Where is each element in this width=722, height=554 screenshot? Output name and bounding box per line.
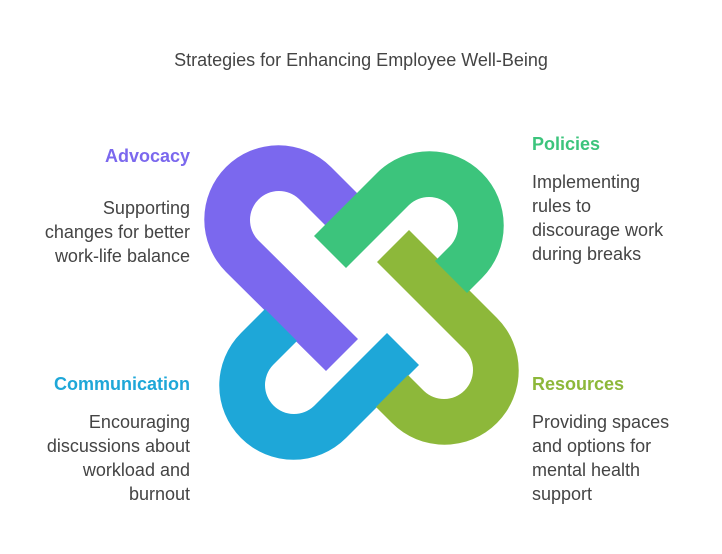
communication-line: Encouraging [88, 412, 190, 432]
advocacy-link [204, 145, 359, 371]
communication-description: Encouraging discussions about workload a… [47, 410, 190, 506]
communication-line: burnout [128, 484, 190, 504]
advocacy-link-shape [204, 145, 359, 371]
advocacy-description: Supporting changes for better work-life … [45, 196, 190, 268]
resources-line: and options for [532, 436, 652, 456]
resources-line: support [532, 484, 593, 504]
communication-line: workload and [82, 460, 190, 480]
advocacy-heading: Advocacy [104, 146, 190, 166]
policies-heading: Policies [532, 134, 601, 154]
advocacy-line: changes for better [44, 222, 190, 242]
policies-description: Implementing rules to discourage work du… [532, 170, 663, 266]
resources-line: mental health [532, 460, 641, 480]
policies-link [314, 151, 504, 293]
advocacy-line: work-life balance [54, 246, 190, 266]
resources-heading: Resources [532, 374, 625, 394]
advocacy-line: Supporting [102, 198, 190, 218]
policies-line: discourage work [532, 220, 664, 240]
communication-heading: Communication [53, 374, 190, 394]
resources-link-shape [376, 230, 519, 445]
communication-link [219, 309, 419, 460]
communication-link-shape [219, 309, 419, 460]
policies-link-shape [314, 151, 504, 293]
communication-line: discussions about [46, 436, 190, 456]
policies-line: during breaks [532, 244, 642, 264]
diagram-title: Strategies for Enhancing Employee Well-B… [174, 50, 548, 70]
policies-line: rules to [532, 196, 592, 216]
resources-description: Providing spaces and options for mental … [532, 410, 669, 506]
policies-line: Implementing [532, 172, 641, 192]
resources-line: Providing spaces [532, 412, 670, 432]
resources-link [376, 230, 519, 445]
